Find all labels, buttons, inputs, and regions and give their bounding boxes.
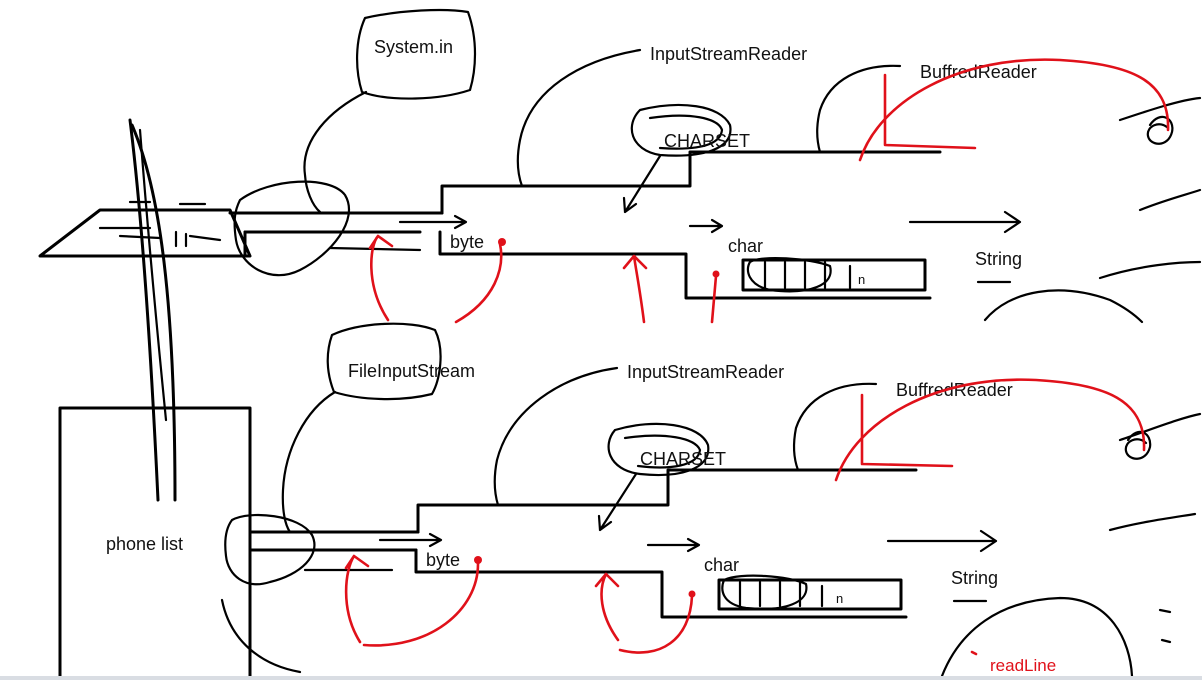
file-input-stream-bubble xyxy=(326,322,442,401)
system-in-label: System.in xyxy=(374,37,453,57)
right-scribble-top xyxy=(983,289,1144,324)
red-arrow-1-top xyxy=(368,234,394,322)
buffer-top-scribble xyxy=(746,256,832,293)
fis-pointer xyxy=(281,390,337,534)
red-arrow-3-bottom xyxy=(594,572,694,654)
right-knot-top xyxy=(1146,115,1174,145)
buffer-bottom-scribble xyxy=(721,574,808,610)
arrow-to-string-top xyxy=(908,210,1022,234)
charset-bottom-arrow xyxy=(597,472,638,532)
right-scribble-top-3 xyxy=(1098,260,1202,280)
isr-box-bottom-bottom-row xyxy=(414,548,908,619)
stream-node-top xyxy=(233,180,351,277)
cable-line-3 xyxy=(138,128,168,422)
phone-list-label: phone list xyxy=(106,534,183,554)
right-scribble-bottom-2 xyxy=(1108,512,1197,532)
isr-box-bottom xyxy=(438,230,932,300)
br-bottom-pointer xyxy=(792,382,878,472)
bottom-flow: phone list FileInputStream InputStreamRe… xyxy=(58,322,1202,678)
red-arrow-2-bottom xyxy=(362,562,480,647)
red-br-bracket-bottom xyxy=(860,393,954,468)
cable-line-2 xyxy=(130,123,177,502)
right-scribble-bottom xyxy=(940,596,1134,678)
charset-bottom-scribble-2 xyxy=(623,434,702,469)
isr-bottom-pointer xyxy=(493,366,619,507)
keyboard-sketch xyxy=(38,200,252,258)
red-dot-top xyxy=(712,270,720,278)
red-arrow-1-bottom xyxy=(344,554,370,644)
phone-list-box xyxy=(58,406,252,678)
buffer-bottom-cells xyxy=(738,580,824,608)
arrow-to-char-bottom xyxy=(646,537,701,553)
buffer-top-cells xyxy=(763,260,852,290)
isr-top-pointer xyxy=(516,48,642,188)
br-bottom-label: BuffredReader xyxy=(896,380,1013,400)
isr-top-label: InputStreamReader xyxy=(650,44,807,64)
window-bottom-edge xyxy=(0,676,1202,680)
string-bottom-label: String xyxy=(951,568,998,588)
arrow-to-byte-top xyxy=(398,214,468,230)
charset-bottom-scribble xyxy=(607,422,710,477)
charset-top-scribble-2 xyxy=(648,114,724,150)
red-return-br-top xyxy=(858,58,1170,162)
byte-bottom-dot xyxy=(474,556,482,564)
isr-box-top xyxy=(440,150,942,215)
char-bottom-label: char xyxy=(704,555,739,575)
right-scribble-top-2 xyxy=(1138,188,1202,212)
pipe-mid-top xyxy=(328,246,422,252)
charset-top-scribble xyxy=(630,103,732,157)
br-top-label: BuffredReader xyxy=(920,62,1037,82)
isr-bottom-label: InputStreamReader xyxy=(627,362,784,382)
red-dot-bottom xyxy=(688,590,696,598)
byte-bottom-label: byte xyxy=(426,550,460,570)
buffer-top-n: n xyxy=(858,272,865,287)
system-in-pointer xyxy=(303,90,368,214)
string-top-label: String xyxy=(975,249,1022,269)
arrow-to-char-top xyxy=(688,218,724,234)
stream-node-bottom xyxy=(224,513,316,586)
charset-top-arrow xyxy=(622,154,662,214)
isr-box-top-bottom-row xyxy=(416,468,918,534)
buffer-top xyxy=(741,258,927,292)
read-line-label: readLine xyxy=(990,656,1056,675)
buffer-bottom xyxy=(717,578,903,611)
arrow-to-byte-bottom xyxy=(378,532,443,548)
br-top-pointer xyxy=(816,64,902,154)
stream-node-tail xyxy=(220,598,302,674)
charset-bottom-label: CHARSET xyxy=(640,449,726,469)
buffer-bottom-n: n xyxy=(836,591,843,606)
top-flow: System.in InputStreamReader byte CHARSET… xyxy=(38,8,1202,502)
arrow-to-string-bottom xyxy=(886,529,998,553)
system-in-bubble xyxy=(355,8,477,100)
char-top-label: char xyxy=(728,236,763,256)
red-tick-readline xyxy=(970,650,978,656)
red-br-bracket-top xyxy=(883,73,977,150)
file-input-stream-label: FileInputStream xyxy=(348,361,475,381)
red-arrow-3-top xyxy=(622,254,648,324)
charset-top-label: CHARSET xyxy=(664,131,750,151)
red-arrow-4-top xyxy=(710,274,718,324)
red-return-br-bottom xyxy=(834,378,1146,482)
right-scribble-bottom-4 xyxy=(1158,608,1172,644)
cable-line xyxy=(128,118,160,502)
byte-top-label: byte xyxy=(450,232,484,252)
red-arrow-2-top xyxy=(454,242,503,324)
